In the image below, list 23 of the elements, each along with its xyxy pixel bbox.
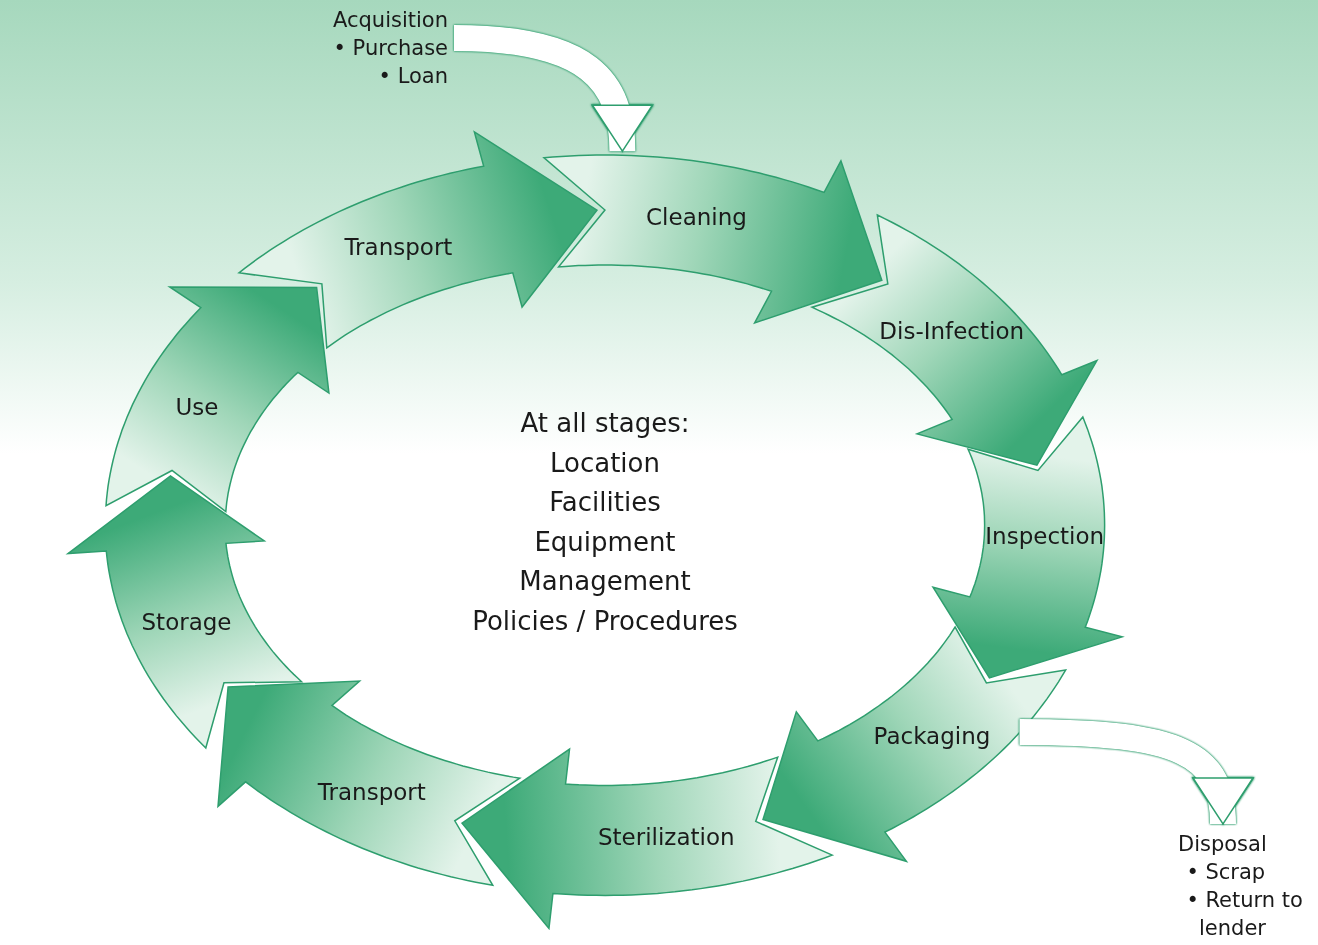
list-item: • Return to lender — [1185, 887, 1304, 942]
stage-label: Storage — [141, 609, 232, 636]
hollow-arrow — [453, 25, 652, 152]
note-item: Policies / Procedures — [471, 605, 739, 636]
stage-label: Cleaning — [646, 203, 747, 230]
stage-label: Transport — [317, 779, 426, 806]
list-item: • Purchase — [332, 35, 448, 62]
list-heading: Disposal — [1178, 831, 1268, 858]
note-item: Equipment — [533, 526, 677, 557]
list-item: • Scrap — [1185, 859, 1267, 886]
note-item: Management — [518, 566, 692, 596]
stage-label: Transport — [344, 233, 453, 260]
note-item: Location — [549, 447, 661, 478]
note-heading: At all stages: — [519, 408, 691, 438]
note-item: Facilities — [548, 487, 662, 517]
hollow-arrow — [1019, 718, 1252, 825]
list-item: • Loan — [377, 63, 448, 90]
stage-label: Dis-Infection — [879, 318, 1025, 345]
list-heading: Acquisition — [331, 7, 448, 34]
stage-label: Sterilization — [597, 823, 735, 850]
stage-label: Inspection — [985, 522, 1105, 549]
stage-label: Packaging — [873, 722, 991, 749]
stage-label: Use — [175, 394, 219, 420]
